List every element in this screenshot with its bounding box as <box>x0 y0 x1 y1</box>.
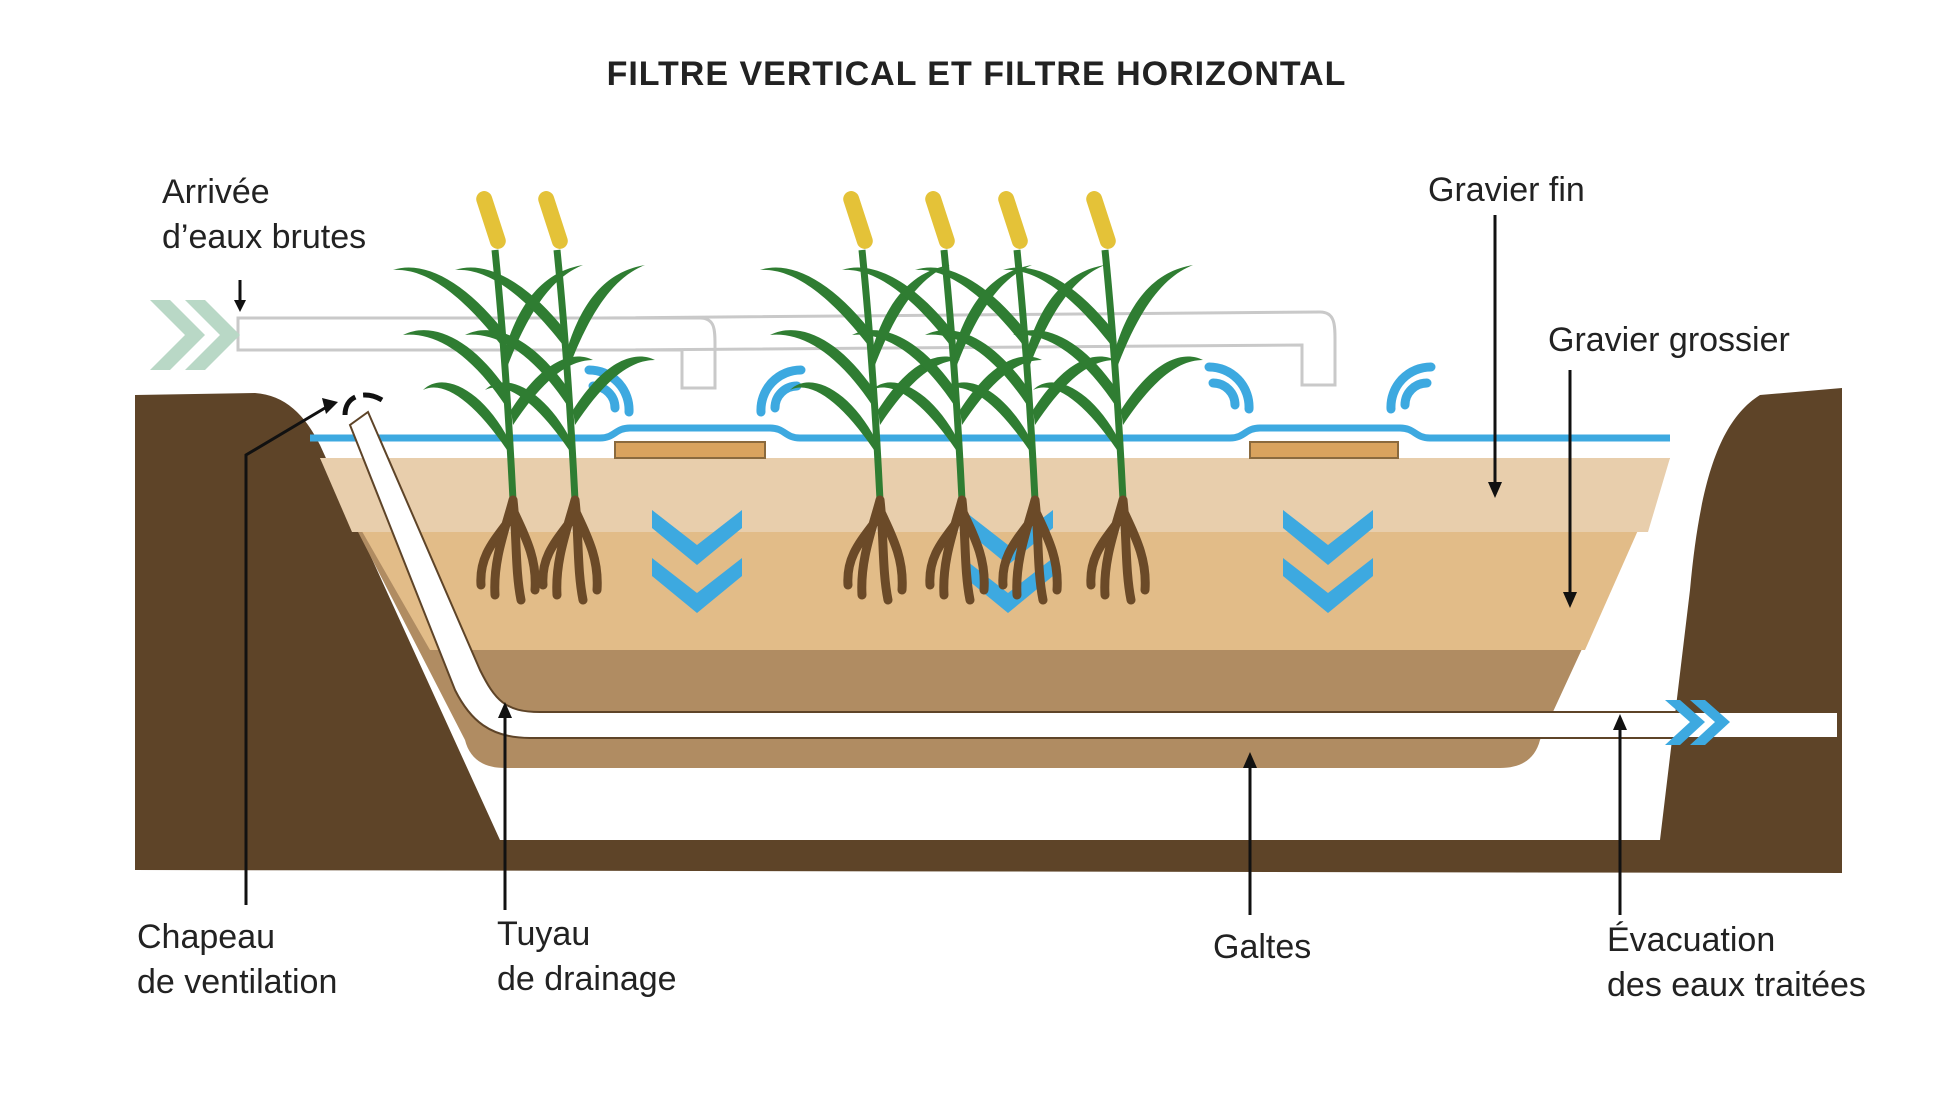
vent-cap-label-line2: de ventilation <box>137 960 337 1005</box>
vent-cap-label-line1: Chapeau <box>137 915 337 960</box>
distribution-plank <box>1250 442 1398 458</box>
inflow-arrow-icon <box>150 300 240 370</box>
water-spray-icon <box>761 370 801 412</box>
inflow-label-line2: d’eaux brutes <box>162 215 366 260</box>
drain-pipe-label: Tuyau de drainage <box>497 912 677 1002</box>
pebbles-label: Galtes <box>1213 925 1311 970</box>
coarse-gravel-label: Gravier grossier <box>1548 318 1790 363</box>
drain-pipe-label-line1: Tuyau <box>497 912 677 957</box>
water-spray-icon <box>1209 367 1249 409</box>
water-spray-icon <box>1391 367 1431 409</box>
fine-gravel-label: Gravier fin <box>1428 168 1585 213</box>
diagram-title: FILTRE VERTICAL ET FILTRE HORIZONTAL <box>0 55 1953 94</box>
outflow-label: Évacuation des eaux traitées <box>1607 918 1866 1008</box>
outflow-label-line1: Évacuation <box>1607 918 1866 963</box>
inflow-label-line1: Arrivée <box>162 170 366 215</box>
distribution-plank <box>615 442 765 458</box>
inflow-label: Arrivée d’eaux brutes <box>162 170 366 260</box>
water-surface <box>310 428 1670 438</box>
vent-cap-label: Chapeau de ventilation <box>137 915 337 1005</box>
drain-pipe-label-line2: de drainage <box>497 957 677 1002</box>
vent-cap-icon <box>345 395 382 415</box>
outflow-label-line2: des eaux traitées <box>1607 963 1866 1008</box>
